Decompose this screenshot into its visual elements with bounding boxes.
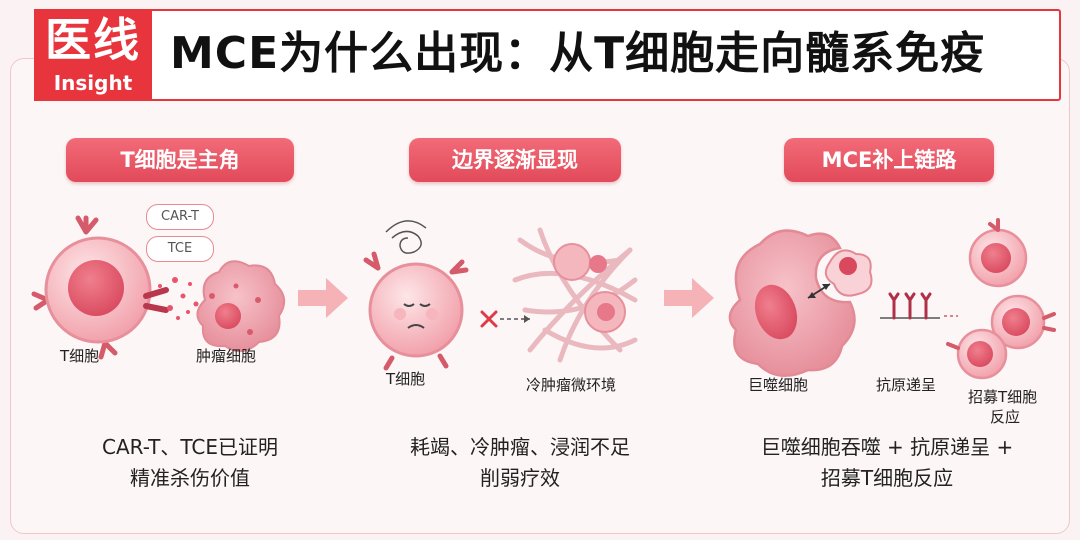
label-tumor: 肿瘤细胞 <box>196 347 257 365</box>
arrow-right-icon <box>664 278 714 318</box>
t-cell-icon <box>31 215 169 360</box>
macrophage-icon <box>728 229 856 377</box>
engulfed-cell-icon <box>824 249 873 297</box>
caption-line: 削弱疗效 <box>480 466 560 490</box>
caption-panel-2: 耗竭、冷肿瘤、浸润不足 削弱疗效 <box>370 432 670 494</box>
caption-panel-3: 巨噬细胞吞噬 + 抗原递呈 + 招募T细胞反应 <box>712 432 1062 494</box>
label-macrophage: 巨噬细胞 <box>748 376 809 394</box>
label-t-cell-2: T细胞 <box>386 370 426 388</box>
double-arrow-icon <box>807 283 831 299</box>
label-recruit-line1: 招募T细胞 <box>968 388 1038 406</box>
label-t-cell: T细胞 <box>60 347 100 365</box>
recruited-t-cells-icon <box>946 218 1056 380</box>
logo: 医线 Insight <box>34 9 152 101</box>
page-title: MCE为什么出现：从T细胞走向髓系免疫 <box>170 28 986 79</box>
logo-sub: Insight <box>53 71 133 95</box>
header-box <box>34 9 1061 101</box>
caption-line: 耗竭、冷肿瘤、浸润不足 <box>410 435 630 459</box>
label-cold-tme: 冷肿瘤微环境 <box>526 376 617 394</box>
logo-main: 医线 <box>45 13 141 67</box>
tag-car-t: CAR-T <box>146 204 214 230</box>
caption-line: 精准杀伤价值 <box>130 466 250 490</box>
particles <box>158 277 199 320</box>
caption-line: CAR-T、TCE已证明 <box>102 435 278 459</box>
cross-icon <box>480 310 530 328</box>
section-heading-mce: MCE补上链路 <box>784 138 994 182</box>
section-heading-tcell: T细胞是主角 <box>66 138 294 182</box>
antigen-receptor-icon <box>880 292 958 320</box>
exhausted-t-cell-icon <box>363 251 469 371</box>
caption-panel-1: CAR-T、TCE已证明 精准杀伤价值 <box>40 432 340 494</box>
arrow-right-icon <box>298 278 348 318</box>
tag-tce: TCE <box>146 236 214 262</box>
label-antigen: 抗原递呈 <box>876 376 937 394</box>
caption-line: 巨噬细胞吞噬 + 抗原递呈 + <box>760 435 1014 459</box>
swirl-icon <box>385 220 427 254</box>
label-recruit-line2: 反应 <box>990 408 1021 426</box>
section-heading-boundary: 边界逐渐显现 <box>409 138 621 182</box>
caption-line: 招募T细胞反应 <box>820 466 954 490</box>
tumor-icon <box>196 260 286 353</box>
cold-tme-icon <box>512 227 638 363</box>
